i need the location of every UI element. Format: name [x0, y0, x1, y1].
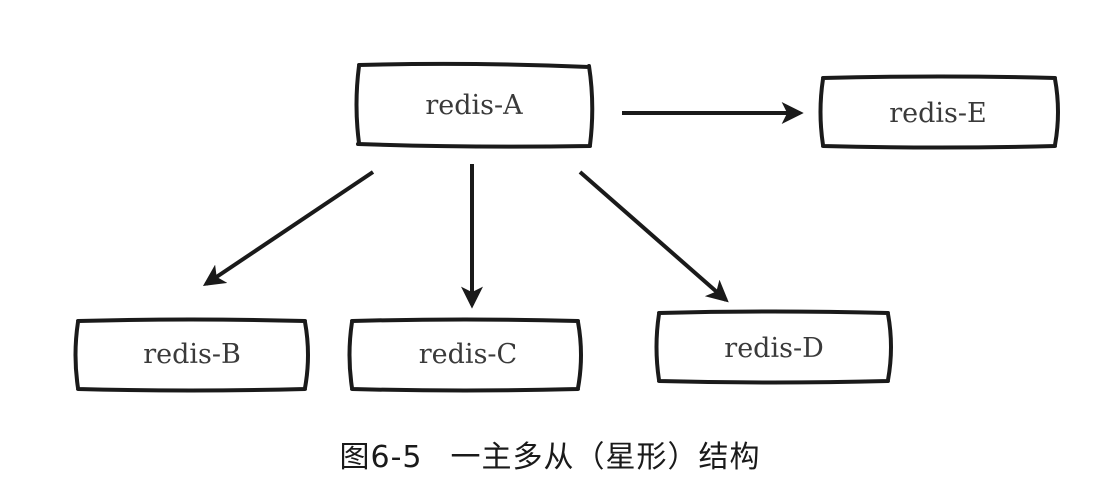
- node-box: [354, 61, 595, 149]
- node-box: [73, 317, 310, 393]
- figure-number: 图6-5: [339, 440, 423, 475]
- node-redis-a: redis-A: [354, 61, 595, 149]
- node-label: redis-E: [889, 98, 987, 129]
- edges: [202, 102, 804, 309]
- node-box: [654, 309, 893, 385]
- node-redis-d: redis-D: [654, 309, 893, 385]
- star-topology-diagram: redis-A redis-E redis-B redis-C redis-D: [73, 61, 1060, 393]
- edge-a-to-b: [202, 170, 375, 287]
- node-redis-e: redis-E: [818, 74, 1060, 150]
- node-redis-c: redis-C: [347, 317, 583, 393]
- edge-a-to-d: [578, 170, 729, 303]
- node-label: redis-C: [419, 339, 517, 370]
- figure-title: 一主多从（星形）结构: [450, 440, 761, 475]
- node-box: [347, 317, 583, 393]
- node-label: redis-A: [425, 90, 523, 121]
- node-box: [818, 74, 1060, 150]
- node-label: redis-B: [143, 339, 241, 370]
- node-redis-b: redis-B: [73, 317, 310, 393]
- figure-caption: 图6-5 一主多从（星形）结构: [0, 432, 1100, 476]
- node-label: redis-D: [724, 333, 823, 364]
